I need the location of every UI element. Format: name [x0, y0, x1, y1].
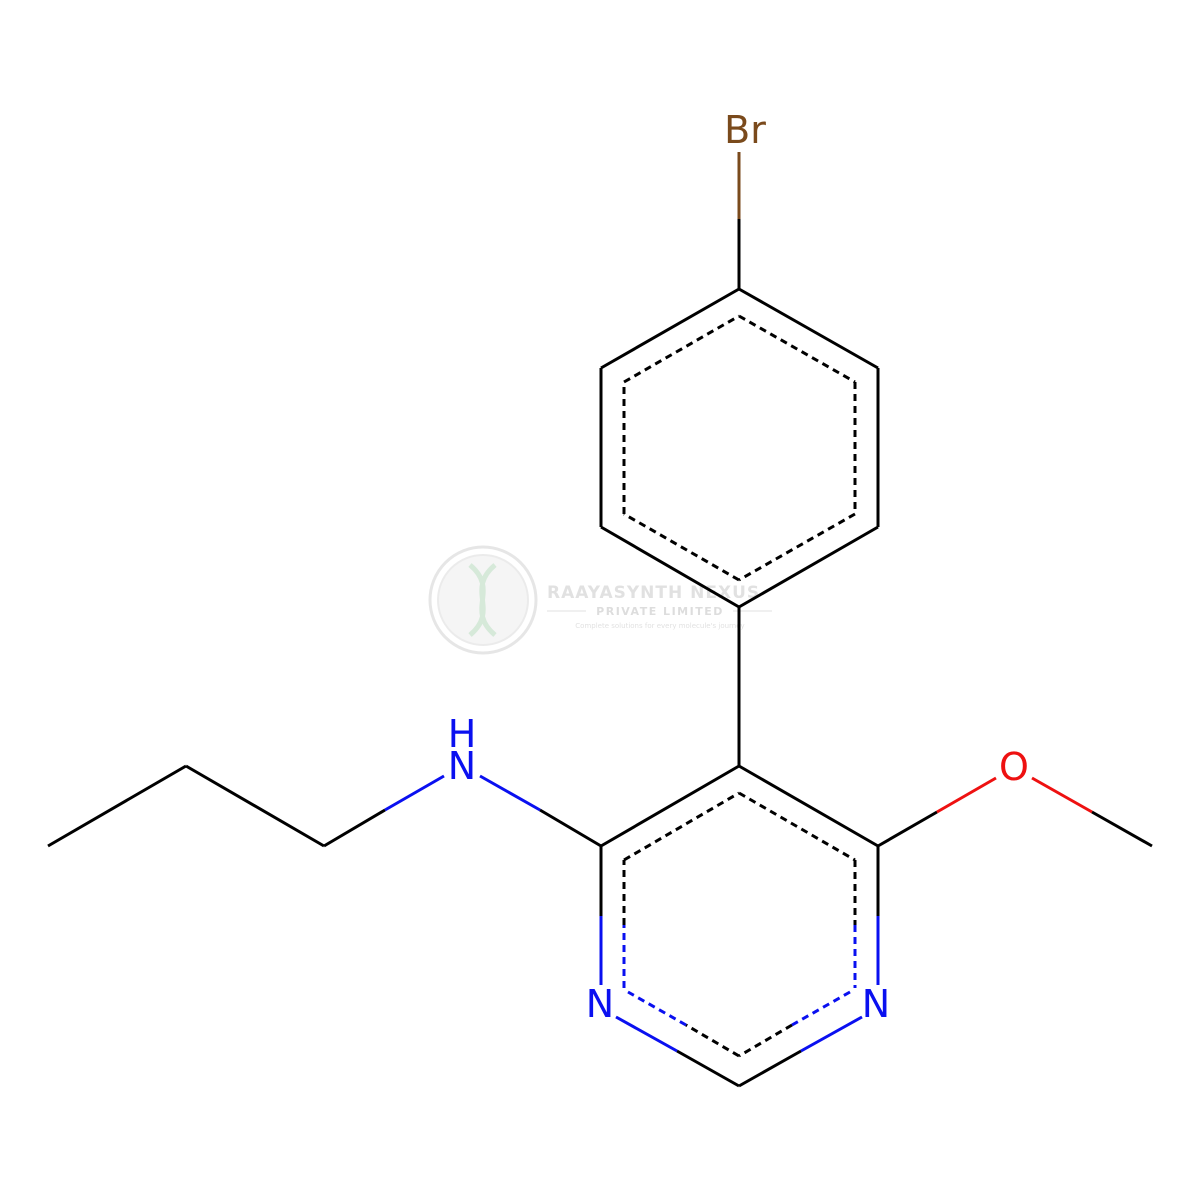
watermark-subtitle: PRIVATE LIMITED: [596, 605, 724, 618]
watermark-logo-ring: [428, 545, 538, 655]
atom-label-oxygen: O: [999, 745, 1029, 789]
bond-c4-n-blue: [479, 774, 541, 812]
aromatic-inner-3: [738, 512, 856, 582]
pyr-aromatic-6: [685, 1023, 740, 1058]
bond-ring-6: [600, 287, 740, 370]
bond-c4-n-black: [539, 808, 602, 848]
watermark-tagline: Complete solutions for every molecule's …: [575, 622, 744, 630]
bromophenyl-ring: [599, 152, 880, 609]
bond-n-c-black: [323, 808, 386, 848]
watermark-dna-icon: [468, 563, 497, 637]
watermark: RAAYASYNTH NEXUS PRIVATE LIMITED Complet…: [428, 545, 772, 655]
bond-ring-3: [738, 525, 879, 609]
bond-pyr-c4-c5: [600, 764, 740, 848]
atom-label-amine-h: H: [448, 712, 477, 756]
pyr-aromatic-5: [738, 1023, 793, 1058]
pyr-aromatic-10: [623, 791, 740, 862]
pyrimidine-ring: [599, 764, 880, 1088]
atom-label-ring-n-left: N: [586, 982, 614, 1026]
bond-propyl-2: [47, 764, 187, 848]
bond-pyr-c2-n3: [676, 1049, 740, 1088]
pyr-aromatic-4: [791, 990, 851, 1027]
bond-pyr-n1-c2-blue: [800, 1015, 863, 1053]
atom-label-amine-n: N: [448, 744, 476, 788]
pyr-aromatic-1: [738, 791, 856, 862]
bond-ring-1: [738, 287, 879, 370]
atom-label-bromine: Br: [724, 108, 766, 152]
atom-label-ring-n-right: N: [862, 982, 890, 1026]
bond-o-ch3-black: [1091, 810, 1153, 848]
bond-c6-o-black: [877, 810, 938, 848]
bond-pyr-c5-c6: [738, 764, 879, 848]
propylamino-group: [47, 764, 602, 848]
aromatic-inner-6: [623, 314, 740, 384]
bond-ring-4: [600, 525, 740, 609]
bond-n-c-blue: [384, 774, 445, 812]
aromatic-inner-1: [738, 314, 856, 384]
bond-propyl-1: [185, 764, 325, 848]
bond-pyr-c2-n3-blue: [615, 1015, 678, 1053]
aromatic-inner-4: [623, 512, 740, 582]
pyr-aromatic-7: [627, 990, 687, 1027]
bond-pyr-n1-c2: [738, 1049, 802, 1088]
bond-o-ch3-red: [1031, 776, 1093, 814]
methoxy-group: [877, 776, 1153, 848]
bond-c6-o-red: [936, 776, 997, 814]
